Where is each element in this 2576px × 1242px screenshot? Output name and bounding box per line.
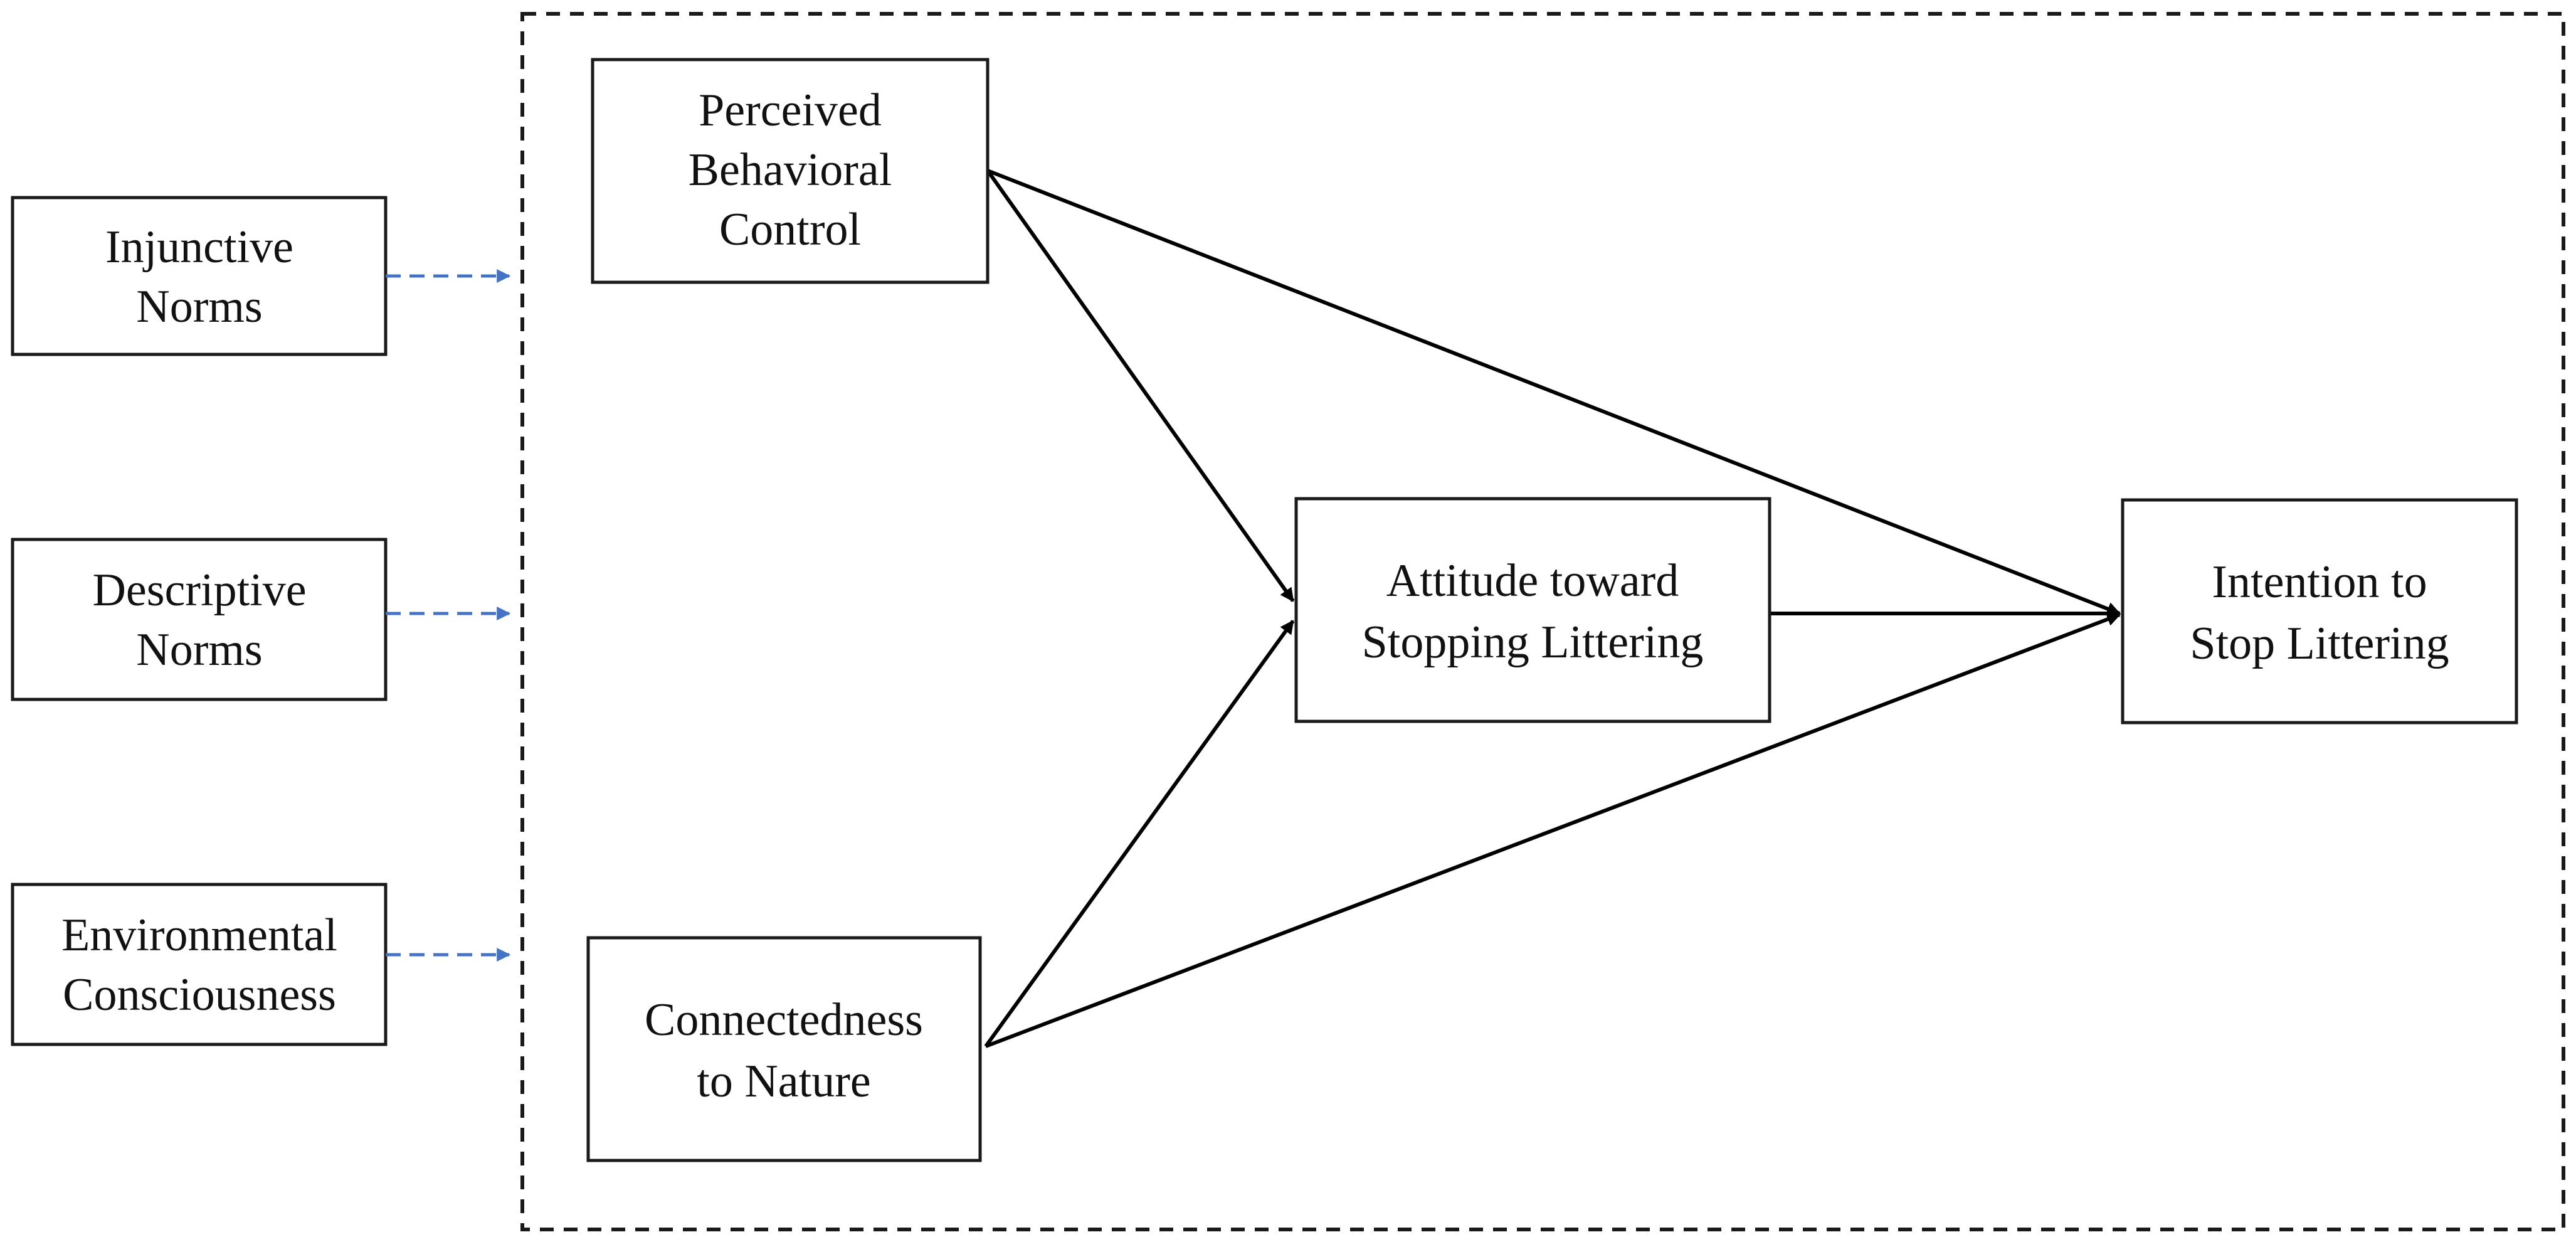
node-connectedness-to-nature: Connectedness to Nature <box>586 936 982 1162</box>
arrow-connectedness-to-attitude <box>984 620 1295 1048</box>
node-label-line: Behavioral <box>689 144 892 196</box>
svg-text:Attitude toward: Attitude toward <box>1386 555 1679 607</box>
node-intention-to-stop-littering: Intention to Stop Littering <box>2121 498 2518 724</box>
node-label-line: Connectedness <box>645 994 923 1046</box>
node-label-line: Attitude toward <box>1386 555 1679 607</box>
node-injunctive-norms: Injunctive Norms <box>11 196 388 356</box>
node-environmental-consciousness: Environmental Consciousness <box>11 883 388 1046</box>
svg-text:Stop Littering: Stop Littering <box>2190 618 2449 669</box>
svg-text:to Nature: to Nature <box>697 1056 870 1107</box>
svg-text:Intention to: Intention to <box>2212 556 2427 608</box>
node-descriptive-norms: Descriptive Norms <box>11 538 388 701</box>
node-label-line: Descriptive <box>92 565 306 616</box>
node-perceived-behavioral-control: Perceived Behavioral Control <box>591 58 990 284</box>
node-label-line: Environmental <box>61 910 337 961</box>
node-label-line: Control <box>719 204 861 255</box>
svg-text:Control: Control <box>719 204 861 255</box>
node-label-line: Perceived <box>699 85 882 136</box>
node-label-line: Norms <box>136 281 262 332</box>
arrow-connectedness-to-intention <box>984 612 2121 1048</box>
arrow-pbc-to-attitude <box>986 169 1295 602</box>
svg-text:Consciousness: Consciousness <box>63 969 336 1021</box>
node-label-line: Intention to <box>2212 556 2427 608</box>
svg-text:Norms: Norms <box>136 624 262 676</box>
svg-text:Stopping Littering: Stopping Littering <box>1362 617 1704 668</box>
svg-text:Connectedness: Connectedness <box>645 994 923 1046</box>
node-label-line: Stop Littering <box>2190 618 2449 669</box>
node-label-line: Stopping Littering <box>1362 617 1704 668</box>
model-frame <box>520 12 2565 1231</box>
svg-text:Norms: Norms <box>136 281 262 332</box>
svg-text:Injunctive: Injunctive <box>105 221 293 273</box>
svg-text:Descriptive: Descriptive <box>92 565 306 616</box>
svg-text:Perceived: Perceived <box>699 85 882 136</box>
node-label-line: Injunctive <box>105 221 293 273</box>
node-label-line: Consciousness <box>63 969 336 1021</box>
svg-text:Behavioral: Behavioral <box>689 144 892 196</box>
svg-text:Environmental: Environmental <box>61 910 337 961</box>
node-label-line: to Nature <box>697 1056 870 1107</box>
node-label-line: Norms <box>136 624 262 676</box>
arrow-pbc-to-intention <box>986 169 2121 616</box>
node-attitude-toward-stopping-littering: Attitude toward Stopping Littering <box>1294 497 1771 723</box>
